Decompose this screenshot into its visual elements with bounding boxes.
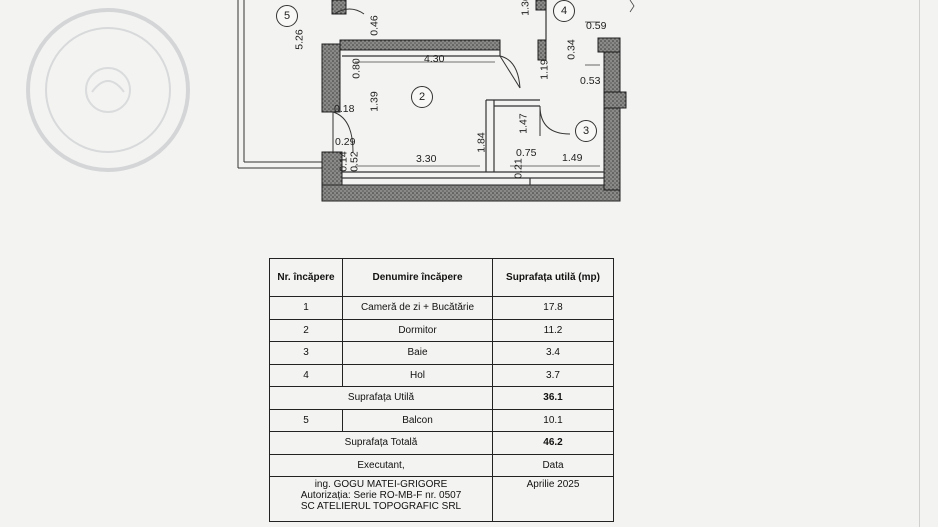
header-usable-area: Suprafața utilă (mp) — [492, 258, 614, 297]
cell-room-number: 2 — [269, 318, 343, 342]
date-label: Data — [492, 453, 614, 477]
balcony-outline — [237, 0, 322, 169]
total-area-row: Suprafața Totală 46.2 — [269, 431, 614, 455]
dim-label: 4.30 — [424, 53, 445, 65]
table-row: 2 Dormitor 11.2 — [269, 318, 614, 342]
partitions — [342, 0, 604, 185]
cell-room-number: 3 — [269, 341, 343, 365]
dim-label: 3.30 — [416, 153, 437, 165]
cell-room-area: 10.1 — [492, 408, 614, 432]
surface-table: Nr. încăpere Denumire încăpere Suprafața… — [269, 258, 614, 522]
table-header-row: Nr. încăpere Denumire încăpere Suprafața… — [269, 258, 614, 297]
dim-label: 1.49 — [562, 152, 583, 164]
dim-label: 0.80 — [350, 58, 363, 79]
executant-authorization: Autorizația: Serie RO-MB-F nr. 0507 — [300, 490, 462, 501]
cell-room-area: 3.7 — [492, 363, 614, 387]
executant-label: Executant, — [269, 453, 493, 477]
cell-room-area: 3.4 — [492, 341, 614, 365]
table-row: 5 Balcon 10.1 — [269, 408, 614, 432]
table-row: 4 Hol 3.7 — [269, 363, 614, 387]
executant-company: SC ATELIERUL TOPOGRAFIC SRL — [300, 501, 462, 512]
doors — [332, 8, 571, 153]
table-row: 1 Cameră de zi + Bucătărie 17.8 — [269, 296, 614, 320]
dim-label: 0.21 — [512, 158, 525, 179]
dim-label: 1.47 — [517, 113, 530, 134]
cell-room-number: 1 — [269, 296, 343, 320]
dim-label: 0.52 — [348, 151, 361, 172]
page-edge — [919, 0, 920, 527]
usable-area-row: Suprafața Utilă 36.1 — [269, 386, 614, 410]
total-area-label: Suprafața Totală — [269, 431, 493, 455]
dim-label: 1.84 — [475, 132, 488, 153]
dim-label: 1.39 — [368, 91, 381, 112]
date-value: Aprilie 2025 — [492, 476, 614, 522]
dim-label: 0.46 — [368, 15, 381, 36]
room-number-3: 3 — [575, 120, 597, 142]
total-area-value: 46.2 — [492, 431, 614, 455]
dim-label: 0.29 — [335, 136, 356, 148]
executant-header-row: Executant, Data — [269, 453, 614, 477]
cell-room-name: Balcon — [342, 408, 493, 432]
dim-label: 0.75 — [516, 147, 537, 159]
cell-room-area: 17.8 — [492, 296, 614, 320]
cell-room-name: Dormitor — [342, 318, 493, 342]
cell-room-area: 11.2 — [492, 318, 614, 342]
room-number-5: 5 — [276, 5, 298, 27]
executant-details: ing. GOGU MATEI-GRIGORE Autorizația: Ser… — [269, 476, 493, 522]
table-row: 3 Baie 3.4 — [269, 341, 614, 365]
dim-label: 1.19 — [538, 59, 551, 80]
cell-room-name: Cameră de zi + Bucătărie — [342, 296, 493, 320]
cell-room-number: 4 — [269, 363, 343, 387]
dim-label: 0.34 — [565, 39, 578, 60]
walls — [321, 0, 627, 202]
room-number-2: 2 — [411, 86, 433, 108]
executant-name: ing. GOGU MATEI-GRIGORE — [314, 479, 448, 490]
dim-label: 0.18 — [334, 103, 355, 115]
cell-room-name: Hol — [342, 363, 493, 387]
header-room-number: Nr. încăpere — [269, 258, 343, 297]
dim-label: 1.36 — [519, 0, 532, 16]
stamp-watermark — [26, 8, 190, 172]
usable-area-label: Suprafața Utilă — [269, 386, 493, 410]
usable-area-value: 36.1 — [492, 386, 614, 410]
header-room-name: Denumire încăpere — [342, 258, 493, 297]
cell-room-number: 5 — [269, 408, 343, 432]
executant-row: ing. GOGU MATEI-GRIGORE Autorizația: Ser… — [269, 476, 614, 522]
dim-label: 0.59 — [586, 20, 607, 32]
room-number-4: 4 — [553, 0, 575, 22]
dim-label: 5.26 — [293, 29, 306, 50]
dim-label: 0.53 — [580, 75, 601, 87]
dimension-lines — [355, 0, 635, 167]
cell-room-name: Baie — [342, 341, 493, 365]
